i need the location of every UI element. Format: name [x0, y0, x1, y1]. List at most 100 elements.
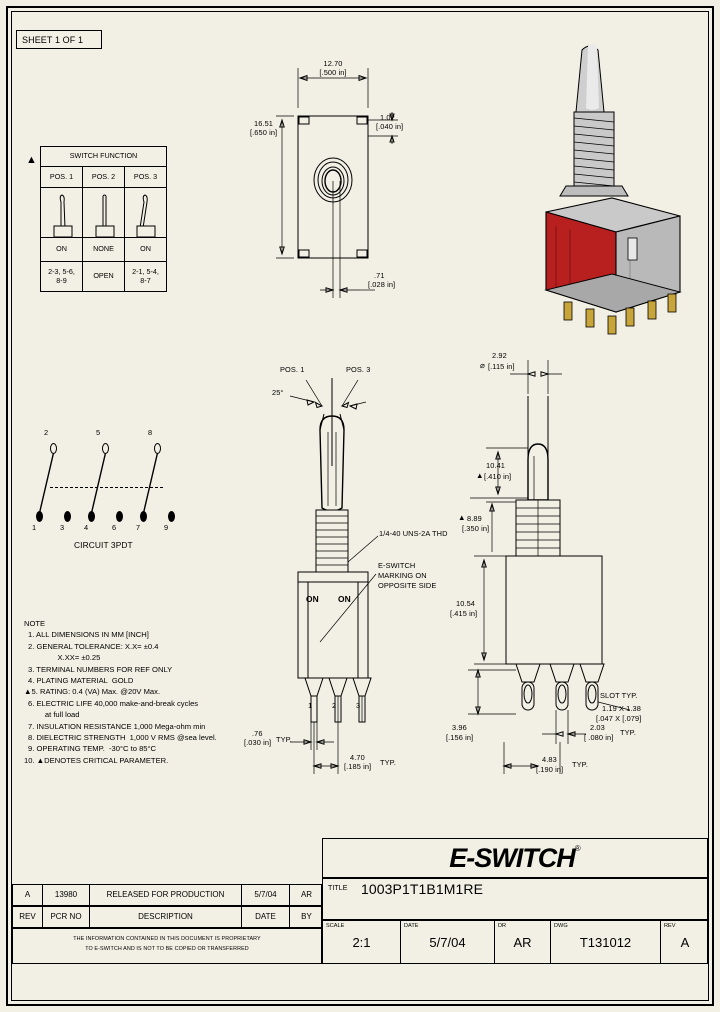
switch-function-circuit-row: 2-3, 5-6, 8-9 OPEN 2-1, 5-4, 8-7: [41, 262, 166, 291]
side-view-slot-mm: 1.19 X 1.38: [602, 704, 641, 713]
side-view-thread-in: [.350 in]: [462, 524, 490, 533]
circuit-pole-arms: [38, 452, 159, 514]
switch-circuit-pos3: 2-1, 5-4, 8-7: [132, 267, 159, 285]
switch-function-col-pos2: POS. 2: [83, 167, 125, 187]
side-view-lever-marker: ▲: [476, 471, 484, 480]
logo-registered-mark: ®: [574, 844, 581, 853]
top-view-corner-mm: 1.02: [380, 113, 395, 122]
revision-header-description: DESCRIPTION: [90, 907, 242, 927]
circuit-terminal-3: [64, 511, 71, 522]
revision-header-date: DATE: [242, 907, 290, 927]
side-view-term-len-mm: 3.96: [452, 723, 467, 732]
note-item-1: 1. ALL DIMENSIONS IN MM [INCH]: [28, 630, 149, 640]
circuit-terminal-7: [140, 511, 147, 522]
circuit-label-2: 2: [44, 428, 49, 437]
top-view-thickness-in: [.028 in]: [368, 280, 396, 289]
revision-header-pcr: PCR NO: [43, 907, 90, 927]
front-view-thread-callout: 1/4-40 UNS-2A THD: [379, 529, 448, 538]
scale-value: 2:1: [352, 935, 371, 950]
switch-state-pos3: ON: [140, 244, 151, 254]
side-view-term-pitch-in: [.190 in]: [536, 765, 564, 774]
date-value: 5/7/04: [429, 935, 466, 950]
side-view-lever-in: [.410 in]: [484, 472, 512, 481]
revision-description-value: RELEASED FOR PRODUCTION: [90, 885, 242, 905]
proprietary-notice: THE INFORMATION CONTAINED IN THIS DOCUME…: [12, 928, 322, 964]
note-item-2: 2. GENERAL TOLERANCE: X.X= ±0.4: [28, 641, 159, 651]
rev-label: REV: [664, 923, 676, 929]
switch-function-col-pos3: POS. 3: [133, 171, 158, 181]
rev-field: REV A: [661, 921, 709, 963]
side-view-thread-marker: ▲: [458, 513, 466, 522]
side-view-thread-mm: 8.89: [467, 514, 482, 523]
scale-field: SCALE 2:1: [323, 921, 401, 963]
side-view-drawing: 2.92 ⌀ [.115 in] 10.41 ▲ [.410 in] ▲ 8.8…: [446, 351, 665, 802]
sheet-tag: SHEET 1 OF 1: [16, 30, 102, 49]
dwg-value: T131012: [579, 935, 632, 950]
front-view-pos3-label: POS. 3: [346, 365, 371, 374]
notes-heading: NOTE: [24, 619, 46, 628]
side-view-term-pitch-mm: 4.83: [542, 755, 557, 764]
top-view-corner-in: [.040 in]: [376, 122, 404, 131]
toggle-left-icon: [41, 188, 83, 237]
switch-function-title: SWITCH FUNCTION: [69, 151, 138, 161]
front-view-term-width-typ: TYP.: [276, 735, 292, 744]
toggle-right-icon: [125, 188, 166, 237]
switch-function-table: SWITCH FUNCTION POS. 1 POS. 2 POS. 3: [40, 146, 167, 292]
isometric-switch-render: [520, 40, 710, 350]
rev-value: A: [680, 935, 690, 950]
note-item-3: 3. TERMINAL NUMBERS FOR REF ONLY: [28, 664, 173, 674]
drawn-by-field: DR AR: [495, 921, 551, 963]
switch-function-header-row: POS. 1 POS. 2 POS. 3: [41, 167, 166, 188]
circuit-terminal-6: [116, 511, 123, 522]
note-item-4: 4. PLATING MATERIAL GOLD: [28, 675, 134, 685]
note-item-6b: at full load: [28, 710, 80, 720]
circuit-label-9: 9: [164, 523, 169, 532]
circuit-label-1: 1: [32, 523, 37, 532]
date-label: DATE: [404, 923, 419, 929]
note-item-10: 10. ▲DENOTES CRITICAL PARAMETER.: [24, 755, 169, 765]
top-view-width-mm: 12.70: [323, 59, 343, 68]
revision-header-rev: REV: [13, 907, 43, 927]
circuit-terminal-1: [36, 511, 43, 522]
switch-state-pos2: NONE: [83, 238, 125, 261]
proprietary-notice-line1: THE INFORMATION CONTAINED IN THIS DOCUME…: [73, 936, 261, 942]
circuit-common-bus: [50, 487, 163, 488]
sheet-border-outer: [6, 6, 714, 1006]
switch-circuit-pos1: 2-3, 5-6, 8-9: [41, 262, 83, 291]
front-view-terminal-1: 1: [308, 701, 313, 710]
circuit-terminal-4: [88, 511, 95, 522]
note-item-8: 8. DIELECTRIC STRENGTH 1,000 V RMS @sea …: [28, 732, 217, 742]
switch-function-icon-row: [41, 188, 166, 238]
logo-text: E-SWITCH: [449, 842, 575, 873]
circuit-label-7: 7: [136, 523, 141, 532]
circuit-label-3: 3: [60, 523, 65, 532]
circuit-label-6: 6: [112, 523, 117, 532]
note-item-9: 9. OPERATING TEMP. -30°C to 85°C: [28, 744, 157, 754]
dwg-label: DWG: [554, 923, 568, 929]
note-item-2b: X.XX= ±0.25: [28, 653, 101, 663]
top-view-drawing: 12.70 [.500 in] 16.51 [.650 in] 1.02 [.0…: [250, 50, 450, 320]
drawn-by-label: DR: [498, 923, 507, 929]
side-view-slot-in: [.047 X [.079]: [596, 714, 642, 723]
title-field: TITLE 1003P1T1B1M1RE: [322, 878, 708, 920]
note-item-5: ▲5. RATING: 0.4 (VA) Max. @20V Max.: [24, 687, 161, 697]
front-view-term-width-mm: .76: [252, 729, 263, 738]
front-view-pitch-typ: TYP.: [380, 758, 396, 767]
circuit-label-4: 4: [84, 523, 89, 532]
switch-function-state-row: ON NONE ON: [41, 238, 166, 262]
title-block-fields-row: SCALE 2:1 DATE 5/7/04 DR AR DWG T131012 …: [322, 920, 708, 964]
front-view-terminal-2: 2: [332, 701, 337, 710]
top-view-width-in: [.500 in]: [319, 68, 347, 77]
side-view-tip-dia-in: [.115 in]: [488, 362, 515, 371]
side-view-body-mm: 10.54: [456, 599, 475, 608]
side-view-term-pitch-typ: TYP.: [572, 760, 588, 769]
circuit-label-8: 8: [148, 428, 153, 437]
switch-function-title-row: SWITCH FUNCTION: [41, 147, 166, 167]
switch-function-col-pos1: POS. 1: [41, 167, 83, 187]
revision-date-value: 5/7/04: [242, 885, 290, 905]
front-view-on-label-right: ON: [338, 594, 351, 604]
title-field-value: 1003P1T1B1M1RE: [361, 881, 484, 897]
note-item-7: 7. INSULATION RESISTANCE 1,000 Mega-ohm …: [28, 721, 206, 731]
company-logo-cell: E-SWITCH ®: [322, 838, 708, 878]
revision-by-value: AR: [300, 890, 313, 899]
